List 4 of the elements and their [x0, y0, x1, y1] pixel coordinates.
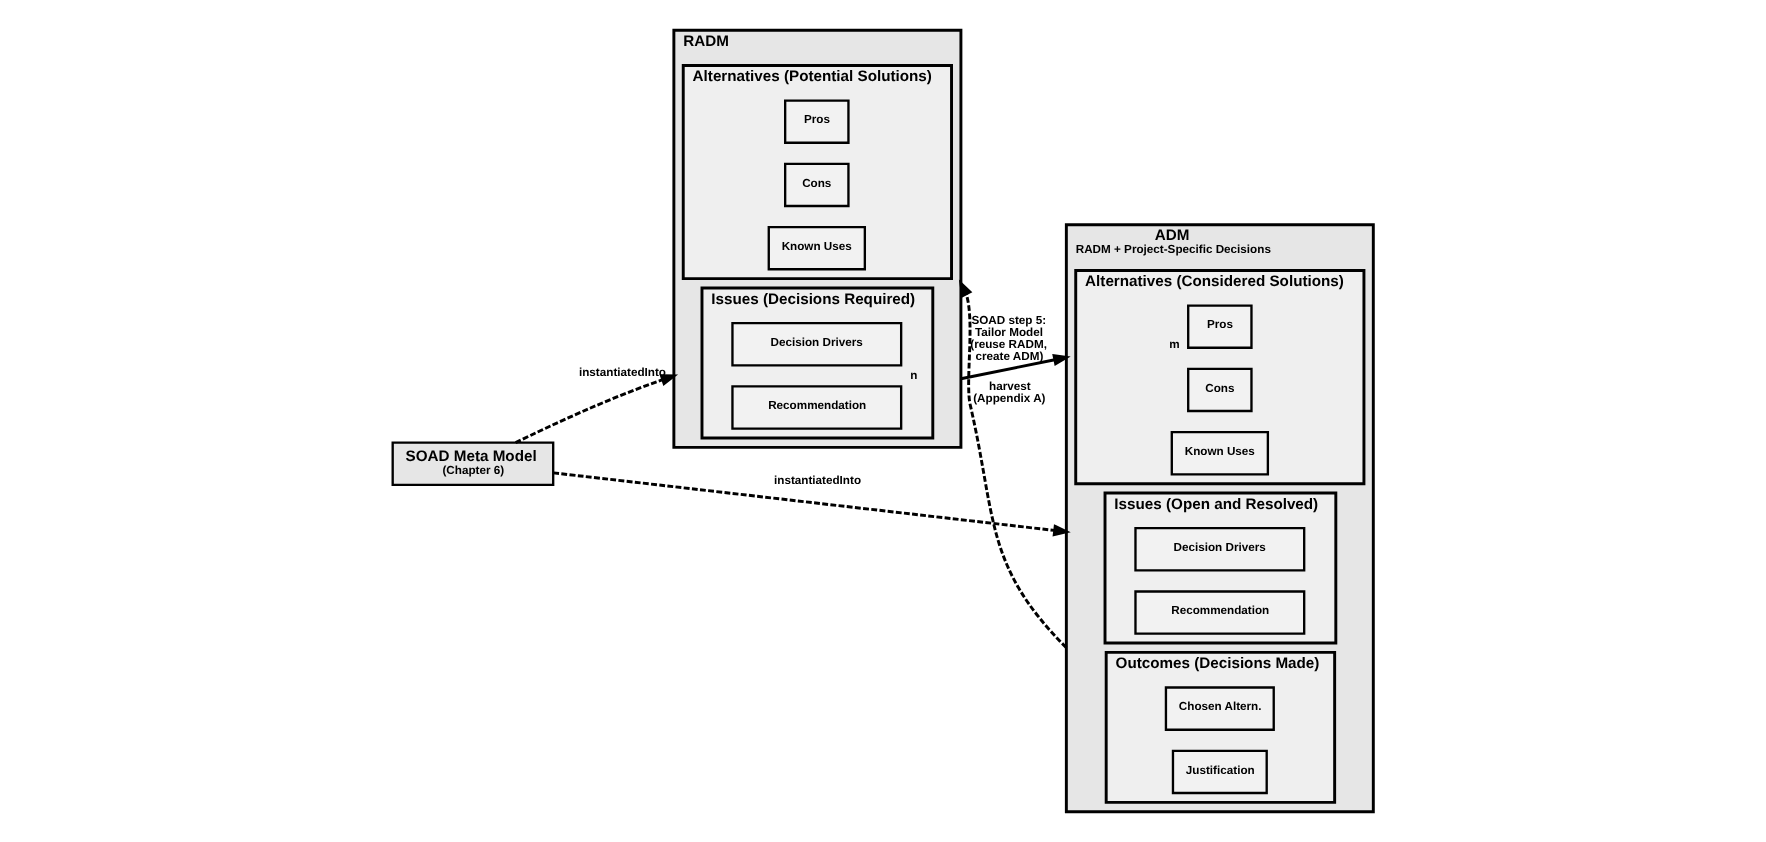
arrow [960, 353, 1071, 381]
arrow [515, 374, 679, 444]
arrow [553, 471, 1071, 537]
arrow [958, 279, 1068, 649]
